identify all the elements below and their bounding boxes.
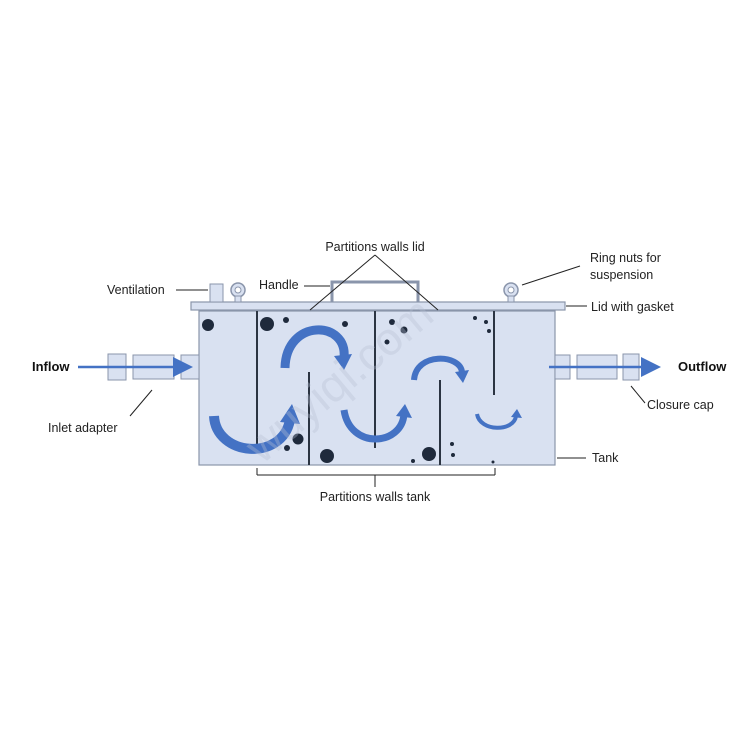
- label-inlet-adapter: Inlet adapter: [48, 421, 118, 435]
- flow-curve-4-head: [455, 370, 469, 383]
- label-inflow: Inflow: [32, 359, 70, 374]
- flow-curve-4: [411, 355, 465, 381]
- flow-curve-3-head: [396, 404, 412, 418]
- label-outflow: Outflow: [678, 359, 727, 374]
- label-ring-nuts-line2: suspension: [590, 268, 653, 282]
- flow-curve-1-head: [280, 404, 300, 424]
- ring-nut-right: [503, 282, 519, 303]
- flow-curve-2-head: [334, 354, 352, 370]
- particles: [202, 316, 495, 464]
- label-partitions-walls-tank: Partitions walls tank: [320, 490, 431, 504]
- label-ring-nuts-line1: Ring nuts for: [590, 251, 661, 265]
- label-handle: Handle: [259, 278, 299, 292]
- label-partitions-walls-lid: Partitions walls lid: [325, 240, 424, 254]
- lid: [190, 301, 566, 311]
- flow-curve-3: [340, 409, 408, 443]
- ventilation-box: [209, 283, 224, 303]
- flow-curve-1: [209, 415, 295, 454]
- flow-curve-5: [475, 413, 518, 430]
- flow-curve-5-head: [511, 409, 522, 418]
- label-lid-with-gasket: Lid with gasket: [591, 300, 674, 314]
- flow-curve-2: [280, 325, 349, 369]
- label-tank: Tank: [592, 451, 619, 465]
- leader-lines: [129, 254, 646, 487]
- label-ventilation: Ventilation: [107, 283, 165, 297]
- ring-nut-left: [230, 282, 246, 303]
- label-closure-cap: Closure cap: [647, 398, 714, 412]
